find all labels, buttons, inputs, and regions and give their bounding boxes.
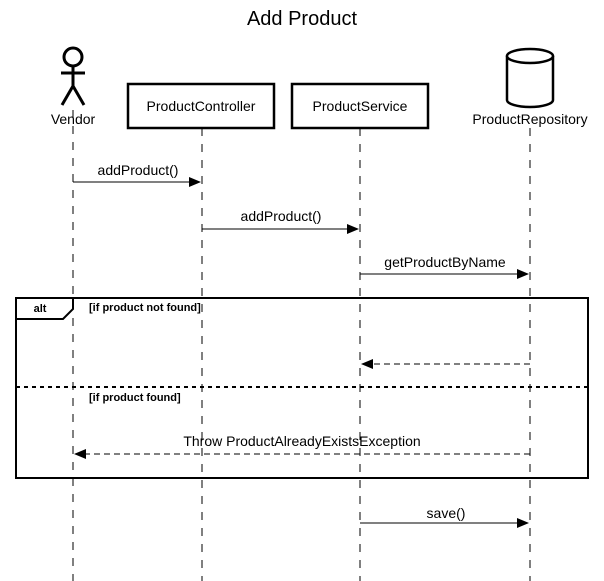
alt-frame-tag: alt <box>34 303 47 315</box>
message-label-add-product-2: addProduct() <box>241 208 322 224</box>
alt-frame: alt [if product not found] [if product f… <box>15 297 589 479</box>
participant-label-controller: ProductController <box>147 98 256 114</box>
participant-product-service: ProductService <box>290 82 430 130</box>
message-label-add-product-1: addProduct() <box>98 162 179 178</box>
message-label-throw-exception: Throw ProductAlreadyExistsException <box>183 433 420 449</box>
lifelines <box>72 110 531 581</box>
participant-label-vendor: Vendor <box>51 111 96 127</box>
alt-frame-tag-box <box>15 297 74 320</box>
actor-icon <box>60 46 86 106</box>
guard-not-found: [if product not found] <box>89 302 201 314</box>
database-icon <box>505 47 555 109</box>
participant-product-controller: ProductController <box>126 82 276 130</box>
participant-product-repository: ProductRepository <box>472 47 588 127</box>
participant-label-repository: ProductRepository <box>472 111 587 127</box>
participant-label-service: ProductService <box>313 98 408 114</box>
message-label-save: save() <box>427 505 466 521</box>
diagram-title: Add Product <box>247 8 358 30</box>
messages: addProduct() addProduct() getProductByNa… <box>73 162 530 528</box>
actor-vendor: Vendor <box>51 46 96 127</box>
message-label-get-product-by-name: getProductByName <box>384 254 506 270</box>
guard-found: [if product found] <box>89 392 181 404</box>
